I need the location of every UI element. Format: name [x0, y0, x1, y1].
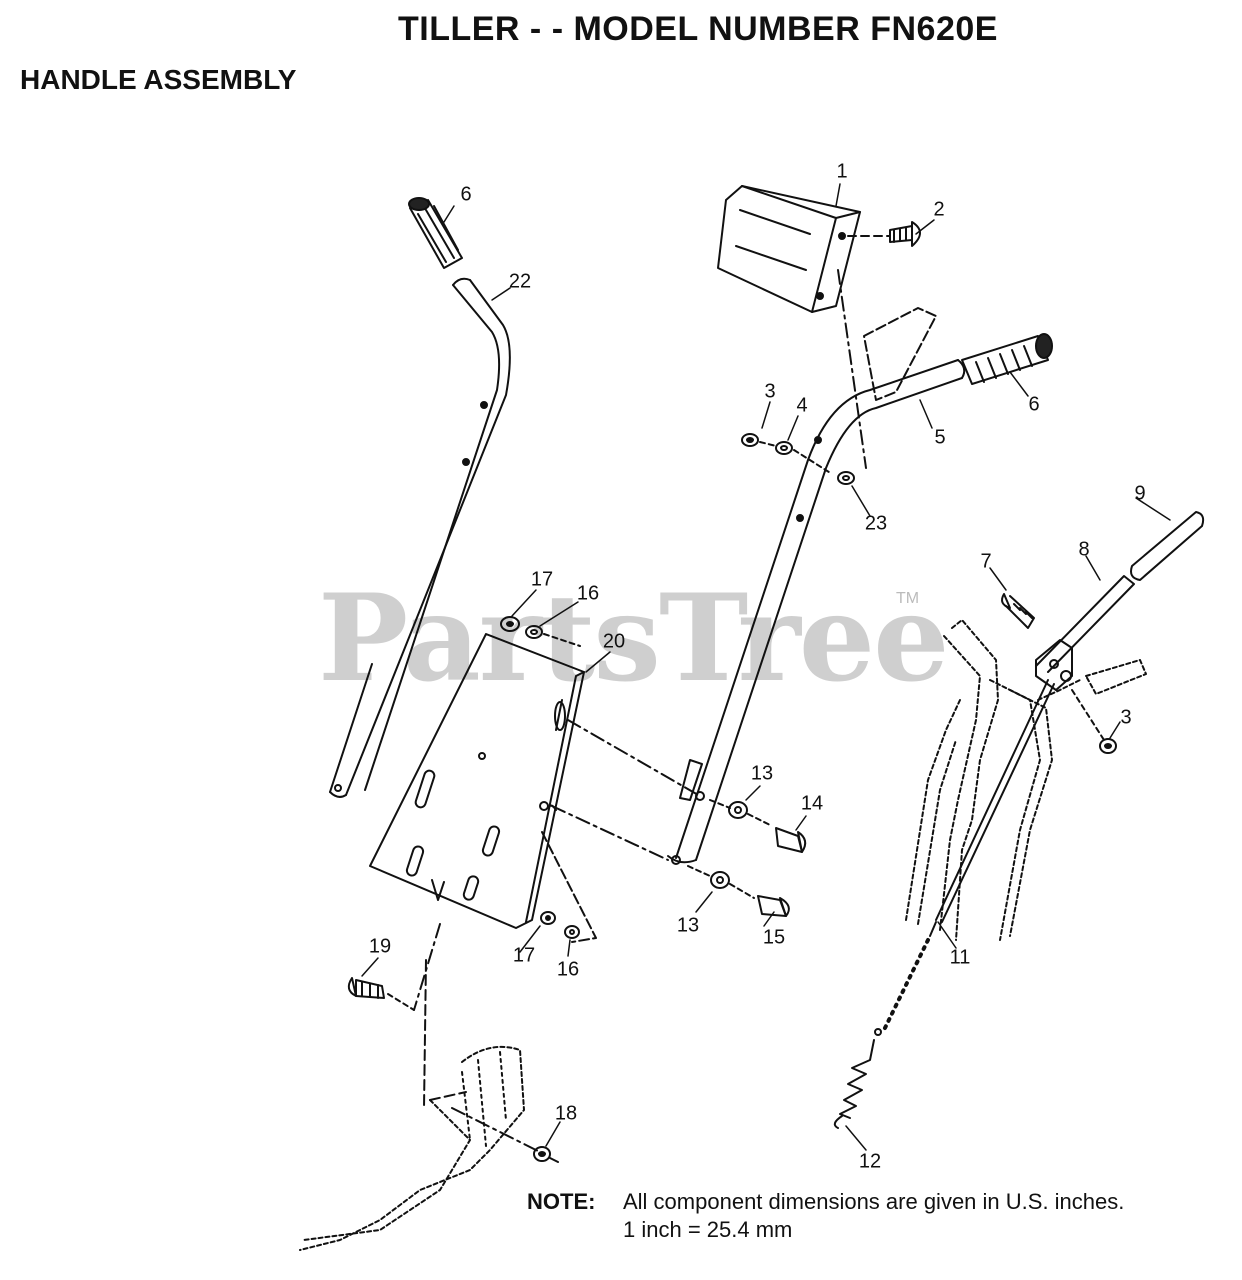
watermark-tm: TM — [896, 590, 920, 607]
note-line-1: All component dimensions are given in U.… — [623, 1189, 1125, 1214]
callout-13-top: 13 — [750, 762, 774, 785]
callout-6-left: 6 — [460, 183, 472, 206]
callout-6-right: 6 — [1028, 393, 1040, 416]
spring-part — [833, 1028, 882, 1129]
control-lever-part — [1001, 511, 1205, 691]
callout-16-top: 16 — [576, 582, 600, 605]
callout-20: 20 — [602, 630, 626, 653]
callout-22: 22 — [508, 270, 532, 293]
control-rod-part — [882, 679, 1055, 1032]
callout-7: 7 — [980, 550, 992, 573]
nut-washer-bottom-parts — [540, 911, 580, 939]
bolt-19-part — [347, 923, 441, 1011]
bolt-washer-parts — [687, 799, 807, 917]
nut-washer-top-parts — [500, 616, 581, 647]
callout-15: 15 — [762, 926, 786, 949]
callout-8: 8 — [1078, 538, 1090, 561]
section-title: HANDLE ASSEMBLY — [20, 64, 297, 95]
callout-14: 14 — [800, 792, 824, 815]
callout-3-right: 3 — [1120, 706, 1132, 729]
callout-1: 1 — [836, 160, 848, 183]
callout-5: 5 — [934, 426, 946, 449]
callout-19: 19 — [368, 935, 392, 958]
grip-right-part — [961, 333, 1053, 385]
callout-3-top: 3 — [764, 380, 776, 403]
callout-9: 9 — [1134, 482, 1146, 505]
page-title: TILLER - - MODEL NUMBER FN620E — [398, 10, 998, 48]
dimensions-note: NOTE: All component dimensions are given … — [527, 1188, 1124, 1244]
callout-17-bottom: 17 — [512, 944, 536, 967]
bolt-part — [889, 221, 921, 247]
left-handle-tube-part — [329, 277, 511, 798]
note-line-2: 1 inch = 25.4 mm — [623, 1217, 793, 1242]
callout-23: 23 — [864, 512, 888, 535]
panel-part — [369, 633, 701, 943]
callout-11: 11 — [949, 946, 971, 969]
grip-left-part — [408, 197, 463, 269]
callout-17-top: 17 — [530, 568, 554, 591]
nut-3-right-part — [1071, 689, 1117, 754]
callout-4: 4 — [796, 394, 808, 417]
leader-lines — [361, 183, 1171, 1151]
bracket-plate-part — [717, 185, 891, 469]
tiller-frame-part — [299, 959, 559, 1251]
note-label: NOTE: — [527, 1189, 596, 1214]
callout-2: 2 — [933, 198, 945, 221]
watermark: PartsTree — [318, 568, 949, 709]
callout-18: 18 — [554, 1102, 578, 1125]
callout-16-bottom: 16 — [556, 958, 580, 981]
washer-nut-parts — [741, 433, 855, 485]
callout-12: 12 — [858, 1150, 882, 1173]
handle-assembly-phantom — [905, 619, 1147, 941]
right-handle-part — [667, 307, 966, 865]
callout-13-bottom: 13 — [676, 914, 700, 937]
